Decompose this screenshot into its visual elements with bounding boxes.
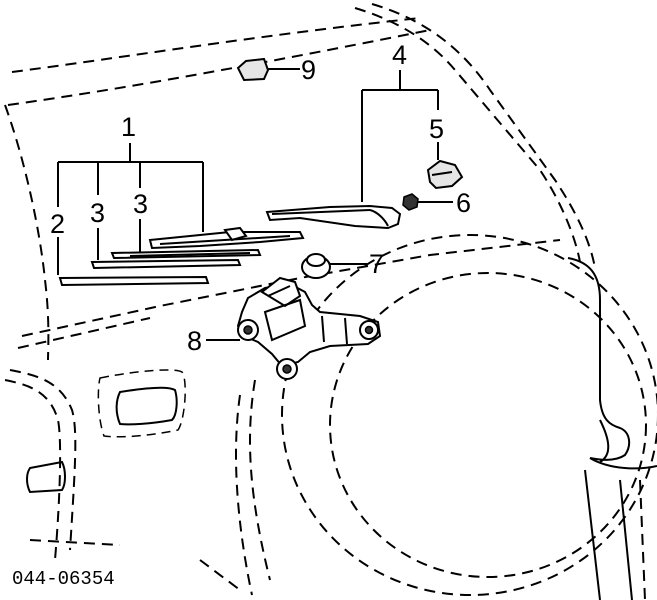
part-4-wiper-arm: [265, 204, 402, 230]
diagram-code: 044-06354: [12, 568, 115, 590]
callout-6: 6: [456, 188, 471, 218]
callout-3-left: 3: [90, 198, 105, 228]
part-8-wiper-motor: 8: [187, 276, 382, 380]
part-6-nut: 6: [402, 188, 471, 218]
part-5-arm-cover: [426, 159, 464, 190]
vehicle-body-outline: [4, 3, 596, 591]
body-side-panel: [567, 257, 657, 600]
callout-3-right: 3: [133, 189, 148, 219]
callout-1-bracket: 1 2 3 3: [50, 112, 204, 275]
callout-1: 1: [121, 112, 136, 142]
callout-9: 9: [301, 55, 316, 85]
spare-tire-outline: [235, 234, 657, 596]
callout-2: 2: [50, 209, 65, 239]
part-2-rubber-refill: [58, 275, 210, 287]
callout-4: 4: [392, 40, 407, 70]
callout-7: 7: [369, 249, 384, 279]
callout-8: 8: [187, 326, 202, 356]
part-7-grommet: 7: [301, 249, 384, 279]
part-1-wiper-blade: [148, 226, 305, 250]
part-3-blade-refill-lower: [90, 258, 242, 270]
callout-5: 5: [429, 114, 444, 144]
callout-4-bracket: 4 5: [361, 40, 444, 202]
part-9-clip: 9: [236, 55, 316, 85]
part-3-blade-refill-upper: [110, 248, 262, 260]
